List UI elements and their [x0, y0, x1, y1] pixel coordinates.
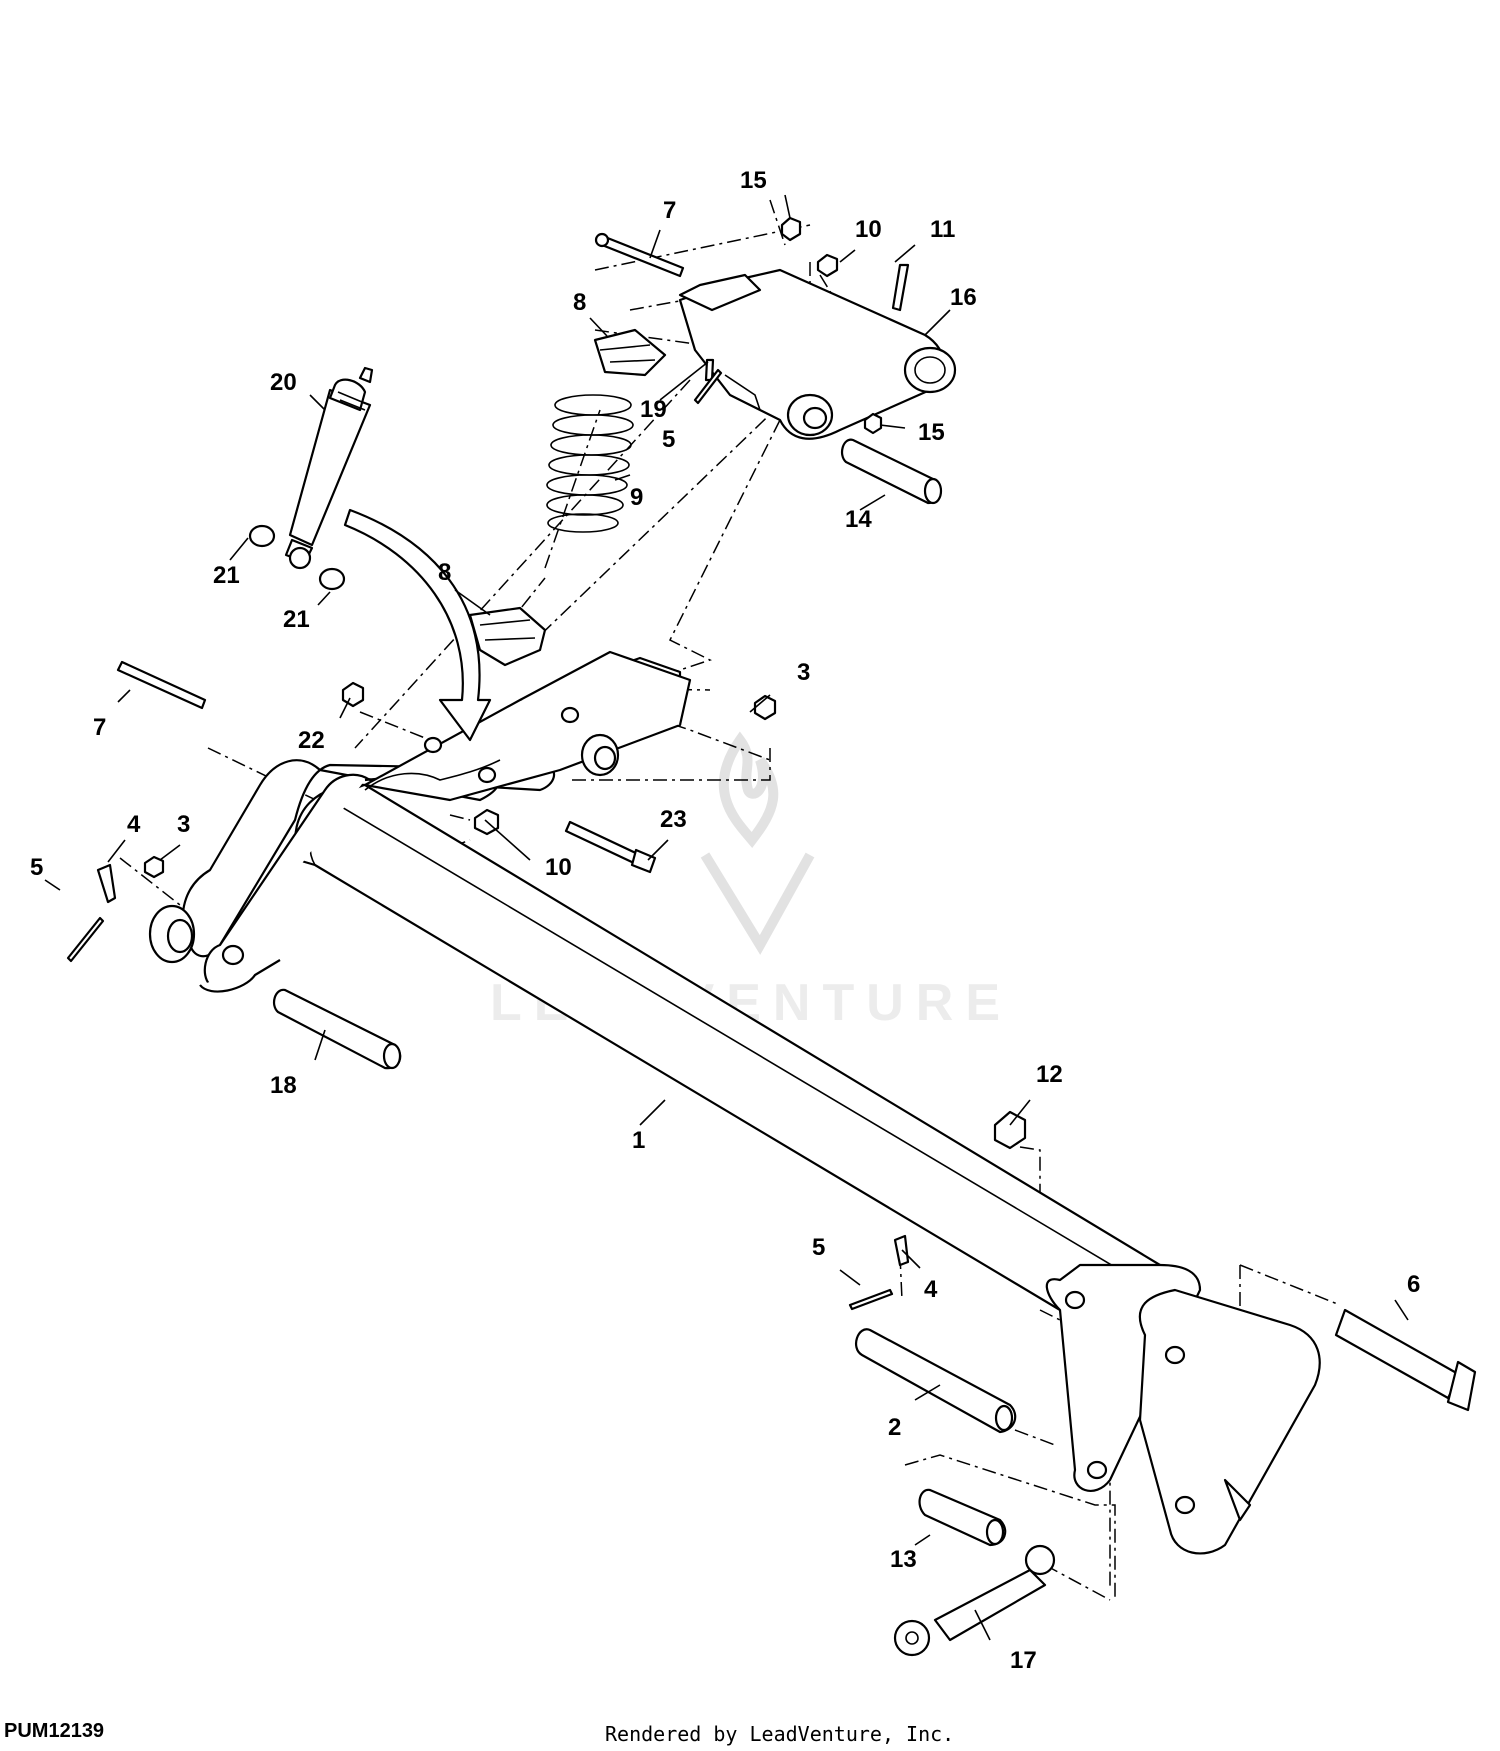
leader-lines [44, 194, 1409, 1641]
callout-11: 11 [930, 216, 955, 243]
part-20-shock-absorber [248, 366, 374, 591]
callout-6: 6 [1407, 1271, 1420, 1298]
part-6-bolt [1334, 1308, 1477, 1412]
callout-8-top: 8 [573, 289, 586, 316]
callout-labels: 1 2 3 3 4 4 5 5 5 6 7 7 8 8 9 10 10 11 1… [30, 167, 1420, 1674]
callout-5-left: 5 [30, 854, 43, 881]
callout-15-right: 15 [918, 419, 945, 446]
part-12-nut [993, 1110, 1027, 1150]
callout-18: 18 [270, 1072, 297, 1099]
callout-7-top: 7 [663, 197, 676, 224]
part-15-nut-right [863, 412, 883, 435]
callout-8-lower: 8 [438, 559, 451, 586]
part-4-pin-left [96, 863, 117, 904]
part-17-track-rod [893, 1544, 1056, 1657]
part-5-cotter-top [693, 368, 723, 405]
part-14-pin [840, 438, 943, 505]
part-10-nut-top [816, 253, 839, 278]
callout-4-right: 4 [924, 1276, 938, 1303]
callout-15-top: 15 [740, 167, 767, 194]
part-8-upper-spring-seat [593, 328, 667, 377]
part-3-nut-right [753, 694, 777, 721]
part-16-upper-mount [678, 268, 957, 440]
part-7-upper-bolt [594, 232, 685, 278]
callout-3-left: 3 [177, 811, 190, 838]
part-22-nut [341, 681, 365, 708]
callout-16: 16 [950, 284, 977, 311]
part-7-lower-bolt [116, 660, 207, 710]
callout-17: 17 [1010, 1647, 1037, 1674]
callout-4-left: 4 [127, 811, 141, 838]
part-5-cotter-left [66, 916, 105, 963]
callout-13: 13 [890, 1546, 917, 1573]
callout-5-right: 5 [812, 1234, 825, 1261]
axle-tube [294, 783, 1162, 1314]
callout-5-top: 5 [662, 426, 675, 453]
callout-2: 2 [888, 1414, 901, 1441]
callout-19: 19 [640, 396, 667, 423]
part-15-nut-top [780, 216, 802, 242]
part-5-cotter-right [848, 1288, 894, 1311]
part-11-bolt [891, 263, 910, 312]
axle-spring-tower [363, 650, 692, 802]
callout-9: 9 [630, 484, 643, 511]
callout-21-lower: 21 [283, 606, 310, 633]
drawing-id: PUM12139 [4, 1720, 105, 1742]
part-8-lower-spring-seat [468, 606, 547, 667]
part-18-pin [272, 988, 402, 1070]
callout-20: 20 [270, 369, 297, 396]
callout-10-top: 10 [855, 216, 882, 243]
part-23-bolt [564, 820, 657, 874]
callout-21-left: 21 [213, 562, 240, 589]
part-2-pin [854, 1328, 1017, 1434]
part-13-sleeve [918, 1488, 1007, 1547]
right-end-bracket [1045, 1263, 1321, 1555]
callout-10-lower: 10 [545, 854, 572, 881]
part-9-coil-spring [546, 394, 634, 533]
callout-3-right: 3 [797, 659, 810, 686]
callout-23: 23 [660, 806, 687, 833]
callout-14: 14 [845, 506, 872, 533]
callout-22: 22 [298, 727, 325, 754]
left-pivot-bracket [181, 759, 556, 993]
part-3-nut-left [143, 855, 165, 879]
callout-1: 1 [632, 1127, 645, 1154]
part-left-bushing [148, 904, 196, 964]
callout-12: 12 [1036, 1061, 1063, 1088]
render-credit: Rendered by LeadVenture, Inc. [605, 1722, 955, 1746]
assembly-arrow [343, 508, 492, 742]
callout-7-left: 7 [93, 714, 106, 741]
